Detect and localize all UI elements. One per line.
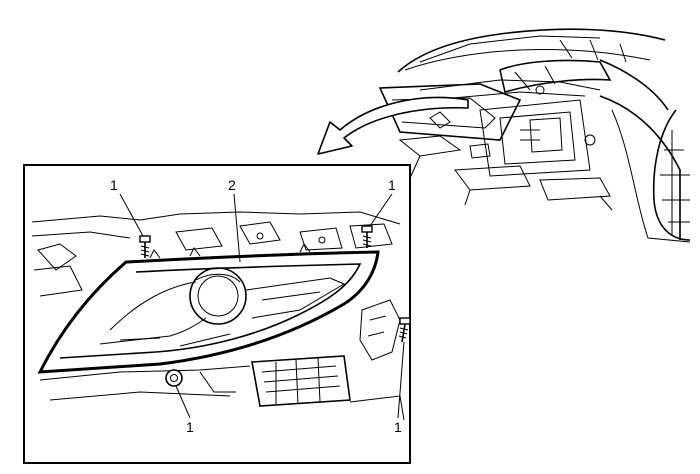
- removal-direction-arrow: [317, 96, 469, 155]
- fastener-bottom-left: [165, 369, 183, 387]
- callout-fastener-top-left: 1: [110, 177, 118, 193]
- callout-fastener-bottom-right: 1: [394, 419, 402, 435]
- leader-lines: [119, 193, 405, 419]
- fastener-top-left: [139, 235, 151, 258]
- vehicle-front-overview: [378, 28, 691, 243]
- detail-view-contents: [31, 193, 411, 421]
- callout-fastener-top-right: 1: [388, 177, 396, 193]
- fastener-bottom-right: [398, 317, 411, 343]
- fastener-top-right: [361, 225, 373, 248]
- headlamp-assembly: [37, 243, 380, 374]
- detail-view-frame: [23, 164, 411, 464]
- callout-headlamp: 2: [228, 177, 236, 193]
- callout-fastener-bottom-left: 1: [186, 419, 194, 435]
